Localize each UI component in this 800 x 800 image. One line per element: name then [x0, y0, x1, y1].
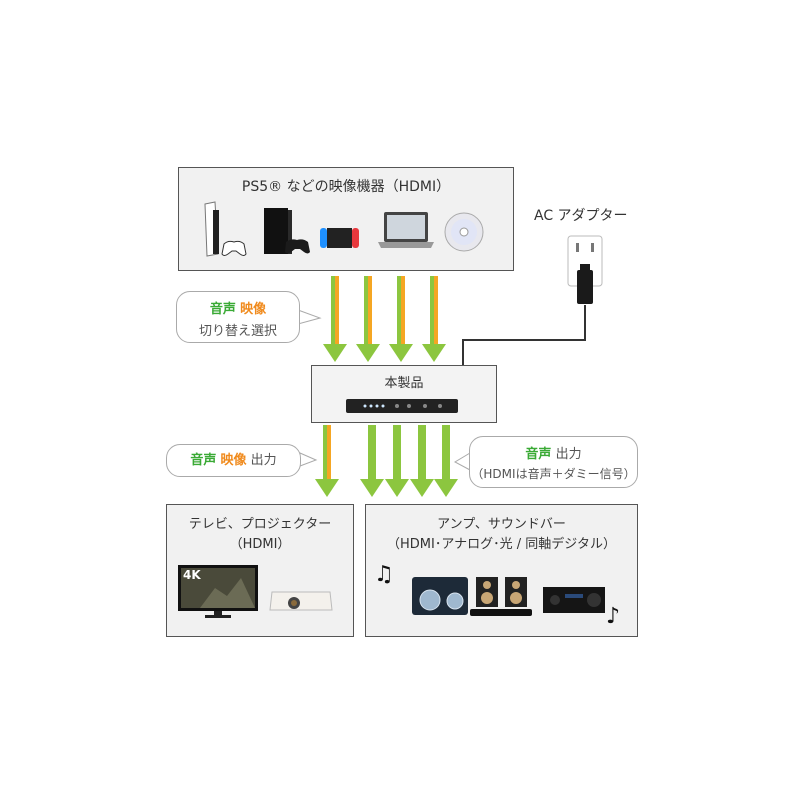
output-arrow: [360, 425, 384, 497]
ac-outlet-icon: [567, 235, 603, 304]
monitor-4k-badge: 4K: [183, 568, 201, 582]
input-arrow: [356, 276, 380, 362]
music-note-icon: ♫: [374, 562, 394, 587]
tv-box-line2: （HDMI）: [229, 537, 291, 552]
ps5-icon: [204, 201, 247, 257]
speaker-right-icon: [505, 577, 527, 607]
speaker-left-icon: [476, 577, 498, 607]
output-arrow: [410, 425, 434, 497]
output-right-line2: （HDMIは音声＋ダミー信号）: [471, 467, 636, 481]
input-arrow: [389, 276, 413, 362]
output-right-tail: 出力: [555, 447, 582, 462]
ac-adapter-label: AC アダプター: [534, 208, 628, 224]
output-arrow: [385, 425, 409, 497]
output-audio-bubble: 音声 出力 （HDMIは音声＋ダミー信号）: [469, 436, 638, 488]
amplifier-icon: [412, 577, 468, 615]
product-label: 本製品: [384, 376, 424, 391]
laptop-icon: [378, 212, 434, 248]
output-arrows-audio: [360, 425, 458, 497]
projector-icon: [269, 591, 333, 611]
input-arrow: [422, 276, 446, 362]
output-left-video: 映像: [220, 453, 247, 468]
ac-cable: [462, 305, 586, 365]
switch-icon: [320, 228, 359, 248]
product-box: 本製品: [311, 365, 497, 423]
audio-box-line2: （HDMI･アナログ･光 / 同軸デジタル）: [387, 537, 616, 552]
left-bubble-tail: [299, 452, 318, 467]
monitor-icon: [178, 565, 258, 618]
audio-box-line1: アンプ、サウンドバー: [437, 517, 566, 532]
input-bubble-tail: [297, 309, 322, 325]
source-devices-title: PS5® などの映像機器（HDMI）: [241, 179, 451, 195]
ps4-icon: [264, 208, 310, 254]
output-left-audio: 音声: [190, 453, 217, 468]
output-video-bubble: 音声 映像 出力: [166, 444, 301, 477]
tv-box-line1: テレビ、プロジェクター: [188, 517, 332, 532]
input-bubble-line2: 切り替え選択: [198, 324, 277, 339]
right-bubble-tail: [453, 452, 471, 471]
input-arrow: [323, 276, 347, 362]
av-receiver-icon: [543, 587, 605, 613]
input-bubble-audio: 音声: [209, 302, 236, 317]
disc-icon: [444, 212, 484, 252]
music-note-icon-2: ♪: [606, 604, 621, 629]
output-arrow: [434, 425, 458, 497]
product-device-icon: [346, 399, 458, 413]
input-arrows: [323, 276, 446, 362]
input-switch-bubble: 音声 映像 切り替え選択: [176, 291, 300, 343]
output-arrow-video: [315, 425, 339, 497]
output-left-tail: 出力: [250, 453, 277, 468]
input-bubble-video: 映像: [240, 302, 267, 317]
soundbar-icon: [470, 609, 532, 616]
output-right-audio: 音声: [525, 447, 552, 462]
